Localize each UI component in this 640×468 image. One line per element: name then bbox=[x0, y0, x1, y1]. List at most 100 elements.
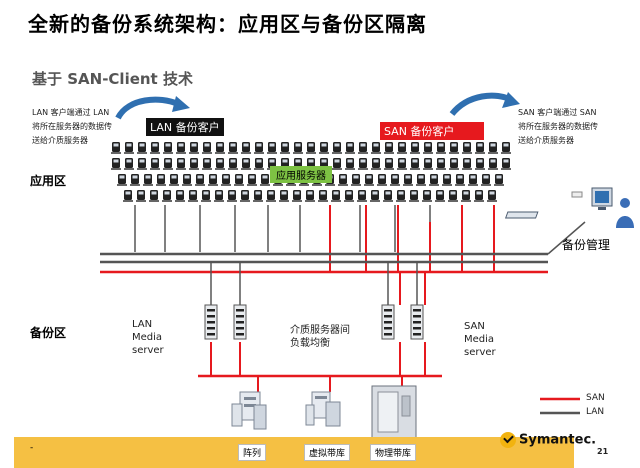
server-rack-icon bbox=[422, 190, 432, 202]
page-title: 全新的备份系统架构：应用区与备份区隔离 bbox=[28, 12, 427, 36]
load-balance-line: 负载均衡 bbox=[290, 338, 330, 349]
lan-media-line: server bbox=[132, 345, 164, 356]
san-note-line: SAN 客户端通过 SAN bbox=[518, 108, 597, 117]
server-rack-icon bbox=[111, 142, 121, 154]
server-rack-icon bbox=[162, 190, 172, 202]
server-rack-icon bbox=[123, 190, 133, 202]
virtual-library-label: 虚拟带库 bbox=[304, 444, 351, 461]
server-rack-icon bbox=[215, 158, 225, 170]
server-rack-icon bbox=[474, 190, 484, 202]
server-rack-icon bbox=[136, 190, 146, 202]
server-rack-icon bbox=[468, 174, 478, 186]
lan-media-line: Media bbox=[132, 332, 163, 343]
server-rack-icon bbox=[156, 174, 166, 186]
server-rack-icon bbox=[475, 142, 485, 154]
san-media-line: server bbox=[464, 347, 496, 358]
server-rack-icon bbox=[137, 158, 147, 170]
server-rack-icon bbox=[436, 158, 446, 170]
server-rack-icon bbox=[416, 174, 426, 186]
server-rack-icon bbox=[397, 142, 407, 154]
server-rack-icon bbox=[130, 174, 140, 186]
san-client-label: SAN 备份客户 bbox=[380, 122, 484, 140]
server-rack-icon bbox=[344, 190, 354, 202]
san-note-line: 将所在服务器的数据传 bbox=[518, 122, 598, 131]
server-rack-icon bbox=[449, 142, 459, 154]
server-rack-icon bbox=[410, 142, 420, 154]
logo-text: Symantec. bbox=[519, 432, 597, 448]
server-rack-icon bbox=[318, 190, 328, 202]
server-rack-icon bbox=[279, 190, 289, 202]
server-rack-icon bbox=[163, 158, 173, 170]
server-rack-icon bbox=[149, 190, 159, 202]
server-rack-icon bbox=[189, 142, 199, 154]
server-rack-icon bbox=[345, 158, 355, 170]
footer-bar bbox=[14, 437, 574, 468]
lan-drop-lines bbox=[134, 205, 495, 252]
server-rack-icon bbox=[247, 174, 257, 186]
server-rack-icon bbox=[267, 142, 277, 154]
san-media-line: SAN bbox=[464, 321, 485, 332]
server-rack-icon bbox=[358, 142, 368, 154]
server-rack-icon bbox=[228, 142, 238, 154]
backup-zone-label: 备份区 bbox=[30, 326, 67, 340]
curved-arrow-icon bbox=[449, 92, 520, 117]
server-rack-icon bbox=[143, 174, 153, 186]
server-rack-icon bbox=[345, 142, 355, 154]
load-balance-label: 介质服务器间 负载均衡 bbox=[290, 324, 350, 350]
server-rack-icon bbox=[175, 190, 185, 202]
server-rack-icon bbox=[260, 174, 270, 186]
server-rack-icon bbox=[384, 158, 394, 170]
server-rack-icon bbox=[202, 158, 212, 170]
server-rack-icon bbox=[487, 190, 497, 202]
virtual-library-icon bbox=[305, 391, 341, 427]
server-rack-icon bbox=[436, 142, 446, 154]
media-server-icon bbox=[410, 304, 424, 340]
server-rack-icon bbox=[371, 158, 381, 170]
subtitle: 基于 SAN-Client 技术 bbox=[32, 70, 193, 88]
lan-media-line: LAN bbox=[132, 319, 153, 330]
server-rack-icon bbox=[331, 190, 341, 202]
footer-dash: - bbox=[30, 443, 34, 453]
server-rack-icon bbox=[195, 174, 205, 186]
san-media-label: SAN Media server bbox=[464, 320, 496, 359]
server-rack-icon bbox=[163, 142, 173, 154]
server-rack-icon bbox=[455, 174, 465, 186]
server-rack-icon bbox=[150, 142, 160, 154]
server-rack-icon bbox=[332, 142, 342, 154]
server-rack-icon bbox=[475, 158, 485, 170]
server-rack-icon bbox=[435, 190, 445, 202]
server-rack-icon bbox=[305, 190, 315, 202]
server-rack-icon bbox=[448, 190, 458, 202]
server-rack-icon bbox=[371, 142, 381, 154]
server-grid bbox=[111, 142, 511, 202]
server-rack-icon bbox=[332, 158, 342, 170]
media-server-icon bbox=[381, 304, 395, 340]
workstation-icon bbox=[504, 187, 613, 219]
page-number: 21 bbox=[597, 447, 609, 456]
server-rack-icon bbox=[234, 174, 244, 186]
lan-media-label: LAN Media server bbox=[132, 318, 164, 357]
symantec-logo: Symantec. bbox=[500, 432, 596, 448]
server-rack-icon bbox=[188, 190, 198, 202]
server-rack-icon bbox=[189, 158, 199, 170]
server-rack-icon bbox=[254, 158, 264, 170]
server-rack-icon bbox=[215, 142, 225, 154]
load-balance-line: 介质服务器间 bbox=[290, 325, 350, 336]
server-rack-icon bbox=[176, 142, 186, 154]
server-rack-icon bbox=[390, 174, 400, 186]
media-server-icon bbox=[233, 304, 247, 340]
server-rack-icon bbox=[124, 158, 134, 170]
curved-arrow-icon bbox=[115, 96, 190, 120]
san-media-line: Media bbox=[464, 334, 495, 345]
user-icon bbox=[616, 198, 634, 228]
server-rack-icon bbox=[241, 158, 251, 170]
server-rack-icon bbox=[208, 174, 218, 186]
server-rack-icon bbox=[319, 142, 329, 154]
server-rack-icon bbox=[397, 158, 407, 170]
server-rack-icon bbox=[227, 190, 237, 202]
server-rack-icon bbox=[410, 158, 420, 170]
tape-library-icon bbox=[371, 385, 417, 441]
server-rack-icon bbox=[176, 158, 186, 170]
server-rack-icon bbox=[202, 142, 212, 154]
